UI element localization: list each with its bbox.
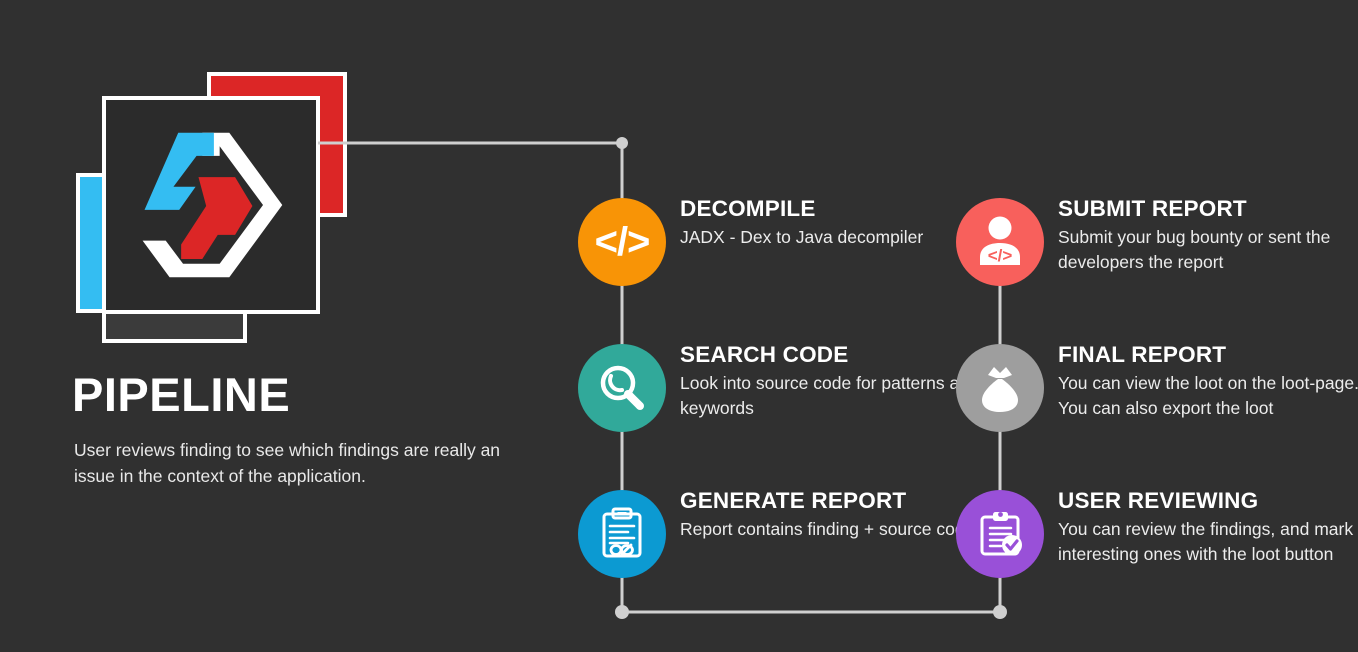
step-user-reviewing[interactable]: USER REVIEWING You can review the findin… [956, 488, 1358, 578]
step-decompile[interactable]: </> DECOMPILE JADX - Dex to Java decompi… [578, 196, 1278, 286]
search-code-description: Look into source code for patterns and k… [680, 373, 979, 419]
decompile-title: DECOMPILE [680, 196, 816, 221]
page-title: PIPELINE [72, 368, 291, 421]
final-report-text: FINAL REPORT You can view the loot on th… [1058, 342, 1358, 422]
user-reviewing-text: USER REVIEWING You can review the findin… [1058, 488, 1358, 568]
final-report-title: FINAL REPORT [1058, 342, 1227, 367]
decompile-icon-circle[interactable]: </> [578, 198, 666, 286]
logo-card-stack [72, 68, 362, 343]
submit-report-icon-circle[interactable]: </> [956, 198, 1044, 286]
clipboard-report-icon [602, 507, 642, 558]
generate-report-description: Report contains finding + source code [680, 519, 975, 539]
svg-text:</>: </> [988, 246, 1013, 265]
search-code-icon-circle[interactable] [578, 344, 666, 432]
hexagon-code-logo-icon [142, 132, 283, 278]
submit-report-title: SUBMIT REPORT [1058, 196, 1247, 221]
logo-card-main [102, 96, 320, 314]
magnifier-icon [600, 365, 644, 410]
generate-report-text: GENERATE REPORT Report contains finding … [680, 488, 1010, 542]
search-code-title: SEARCH CODE [680, 342, 849, 367]
brand-block: PIPELINE User reviews finding to see whi… [0, 0, 560, 652]
decompile-text: DECOMPILE JADX - Dex to Java decompiler [680, 196, 1010, 250]
submit-report-text: SUBMIT REPORT Submit your bug bounty or … [1058, 196, 1358, 276]
loot-bag-icon [982, 367, 1018, 412]
developer-person-icon: </> [980, 216, 1020, 265]
final-report-description: You can view the loot on the loot-page. … [1058, 373, 1358, 419]
code-brackets-icon: </> [594, 219, 651, 264]
search-code-text: SEARCH CODE Look into source code for pa… [680, 342, 1010, 422]
submit-report-description: Submit your bug bounty or sent the devel… [1058, 227, 1331, 273]
user-reviewing-icon-circle[interactable] [956, 490, 1044, 578]
step-generate-report[interactable]: GENERATE REPORT Report contains finding … [578, 488, 1278, 578]
clipboard-check-icon [980, 512, 1022, 556]
user-reviewing-description: You can review the findings, and mark th… [1058, 519, 1358, 565]
right-column: </> SUBMIT REPORT Submit your bug bounty… [956, 0, 1358, 652]
final-report-icon-circle[interactable] [956, 344, 1044, 432]
user-reviewing-title: USER REVIEWING [1058, 488, 1259, 513]
decompile-description: JADX - Dex to Java decompiler [680, 227, 924, 247]
page-description: User reviews finding to see which findin… [74, 440, 501, 487]
generate-report-title: GENERATE REPORT [680, 488, 907, 513]
step-submit-report[interactable]: </> SUBMIT REPORT Submit your bug bounty… [956, 196, 1358, 286]
generate-report-icon-circle[interactable] [578, 490, 666, 578]
step-search-code[interactable]: SEARCH CODE Look into source code for pa… [578, 342, 1278, 432]
step-final-report[interactable]: FINAL REPORT You can view the loot on th… [956, 342, 1358, 432]
left-column: </> DECOMPILE JADX - Dex to Java decompi… [578, 0, 979, 652]
